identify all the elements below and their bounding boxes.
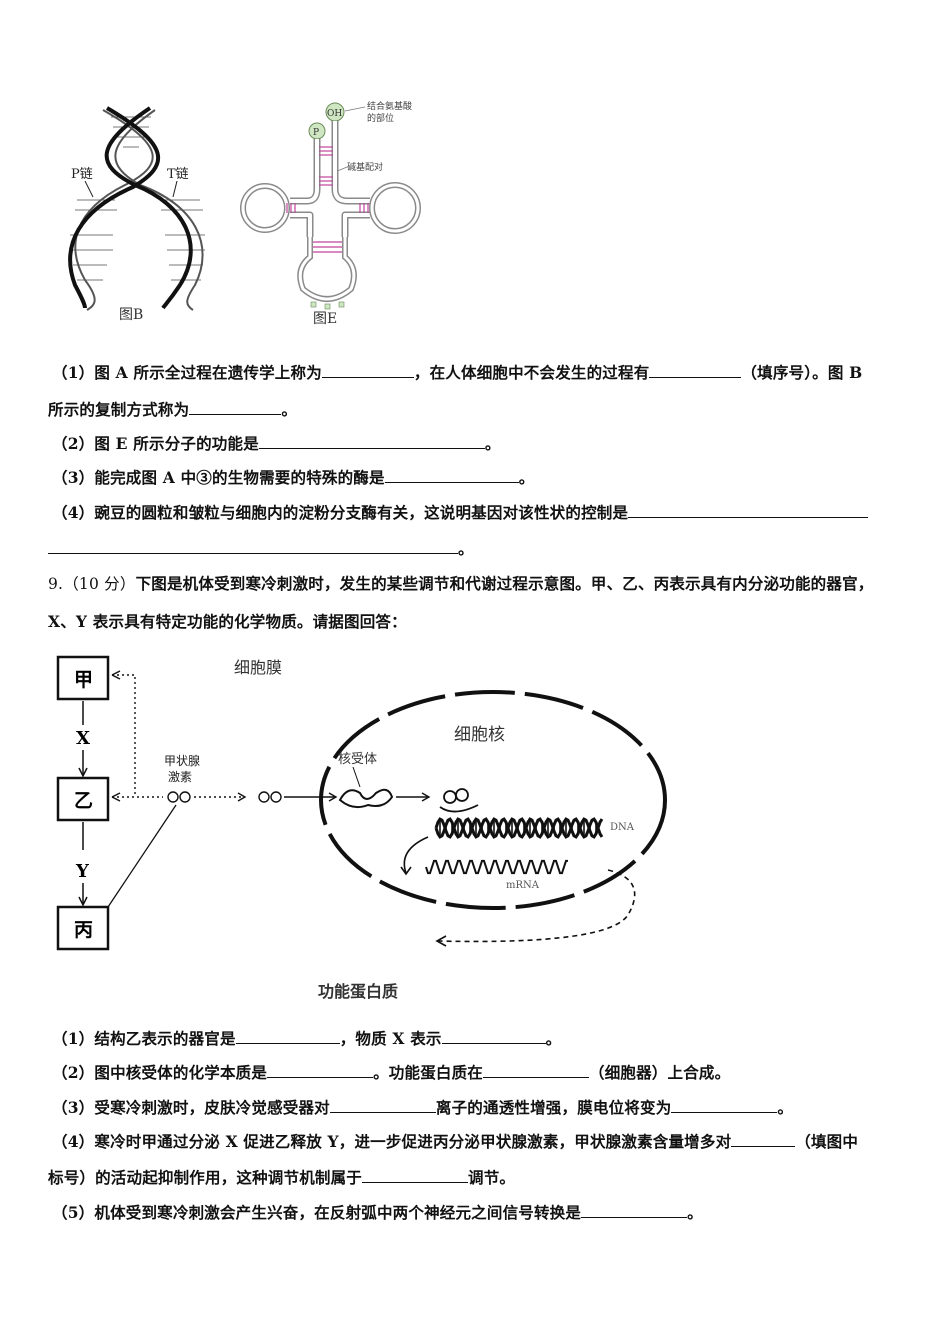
answer-blank[interactable] [483, 1063, 589, 1078]
base-pairing-label: 碱基配对 [347, 161, 383, 173]
figure-e-caption: 图E [313, 311, 337, 327]
q9-stem-line-1: 9.（10 分）下图是机体受到寒冷刺激时，发生的某些调节和代谢过程示意图。甲、乙… [48, 574, 874, 593]
answer-blank[interactable] [441, 1029, 546, 1044]
box-yi [56, 776, 110, 822]
answer-blank[interactable] [258, 434, 485, 449]
svg-text:甲: 甲 [74, 669, 93, 691]
answer-blank[interactable] [649, 363, 742, 378]
q8-line-6: 。 [48, 537, 474, 559]
q9-item-1: （1）结构乙表示的器官是，物质 X 表示。 [52, 1029, 562, 1048]
hormone-molecule-icon [167, 791, 191, 803]
q8-line-3: （2）图 E 所示分子的功能是。 [52, 434, 501, 453]
t-chain-label: T链 [167, 167, 189, 182]
q9-regulation-diagram: 甲 乙 丙 X Y 甲状腺 激素 细胞膜 细胞核 核受体 DN [56, 655, 667, 1001]
mrna-strand [425, 859, 568, 875]
figure-b-dna-helix: P链 T链 图B [68, 106, 205, 323]
q9-stem-line-2: X、Y 表示具有特定功能的化学物质。请据图回答： [48, 612, 407, 631]
q9-item-5: （5）机体受到寒冷刺激会产生兴奋，在反射弧中两个神经元之间信号转换是。 [52, 1203, 703, 1222]
substance-x-label: X [76, 728, 90, 749]
hormone-label-2: 激素 [168, 770, 192, 784]
base-pair-rungs [70, 116, 205, 281]
nuclear-envelope-inner [328, 698, 658, 902]
answer-blank[interactable] [581, 1203, 688, 1218]
receptor-complex-icon [439, 788, 479, 813]
oh-label: OH [327, 109, 342, 119]
q9-item-4-line-1: （4）寒冷时甲通过分泌 X 促进乙释放 Y，进一步促进丙分泌甲状腺激素，甲状腺激… [52, 1132, 859, 1151]
answer-blank[interactable] [189, 400, 282, 415]
answer-blank[interactable] [321, 363, 414, 378]
functional-protein-label: 功能蛋白质 [318, 982, 398, 1001]
answer-blank[interactable] [628, 503, 869, 518]
box-jia [56, 655, 110, 701]
nuclear-receptor-icon [338, 788, 394, 809]
anticodon-bases [310, 301, 345, 310]
dna-label: DNA [610, 822, 635, 833]
hormone-label-1: 甲状腺 [164, 754, 200, 768]
nuclear-envelope-outer [319, 690, 667, 910]
anticodon-loop [298, 237, 356, 301]
figure-b-caption: 图B [119, 307, 143, 323]
answer-blank[interactable] [671, 1098, 778, 1113]
nucleus-label: 细胞核 [454, 725, 505, 745]
amino-acid-site-label-1: 结合氨基酸 [367, 100, 412, 112]
pairing-ticks [286, 146, 369, 253]
answer-blank[interactable] [235, 1029, 340, 1044]
q9-item-2: （2）图中核受体的化学本质是。功能蛋白质在（细胞器）上合成。 [52, 1063, 731, 1082]
answer-blank[interactable] [329, 1098, 436, 1113]
q8-line-1: （1）图 A 所示全过程在遗传学上称为，在人体细胞中不会发生的过程有（填序号）。… [52, 363, 863, 382]
cell-membrane-label: 细胞膜 [234, 658, 282, 677]
question-number: 9. [48, 575, 64, 593]
answer-blank[interactable] [267, 1063, 374, 1078]
q8-line-4: （3）能完成图 A 中③的生物需要的特殊的酶是。 [52, 468, 535, 487]
hormone-molecule-icon-2 [258, 791, 282, 803]
answer-blank[interactable] [731, 1132, 796, 1147]
mrna-label: mRNA [506, 880, 540, 891]
substance-y-label: Y [75, 861, 90, 882]
figure-e-trna: OH P 结合氨基酸 的部位 碱基配对 图E [240, 100, 421, 327]
nuclear-receptor-label: 核受体 [338, 752, 377, 767]
strand-thin [74, 109, 204, 311]
answer-blank[interactable] [362, 1168, 469, 1183]
p-label: P [313, 128, 319, 138]
q9-item-4-line-2: 标号）的活动起抑制作用，这种调节机制属于调节。 [48, 1168, 516, 1187]
answer-blank[interactable] [48, 539, 458, 554]
svg-text:丙: 丙 [74, 919, 93, 941]
box-bing [56, 905, 110, 951]
answer-blank[interactable] [384, 468, 519, 483]
strand-thick [68, 106, 193, 310]
q8-line-2: 所示的复制方式称为。 [48, 400, 298, 419]
p-chain-label: P链 [71, 167, 93, 182]
question-score: （10 分） [63, 575, 136, 593]
q8-line-5: （4）豌豆的圆粒和皱粒与细胞内的淀粉分支酶有关，这说明基因对该性状的控制是 [52, 501, 869, 523]
svg-text:乙: 乙 [74, 790, 93, 812]
q9-item-3: （3）受寒冷刺激时，皮肤冷觉感受器对离子的通透性增强，膜电位将变为。 [52, 1098, 794, 1117]
amino-acid-site-label-2: 的部位 [367, 112, 394, 124]
